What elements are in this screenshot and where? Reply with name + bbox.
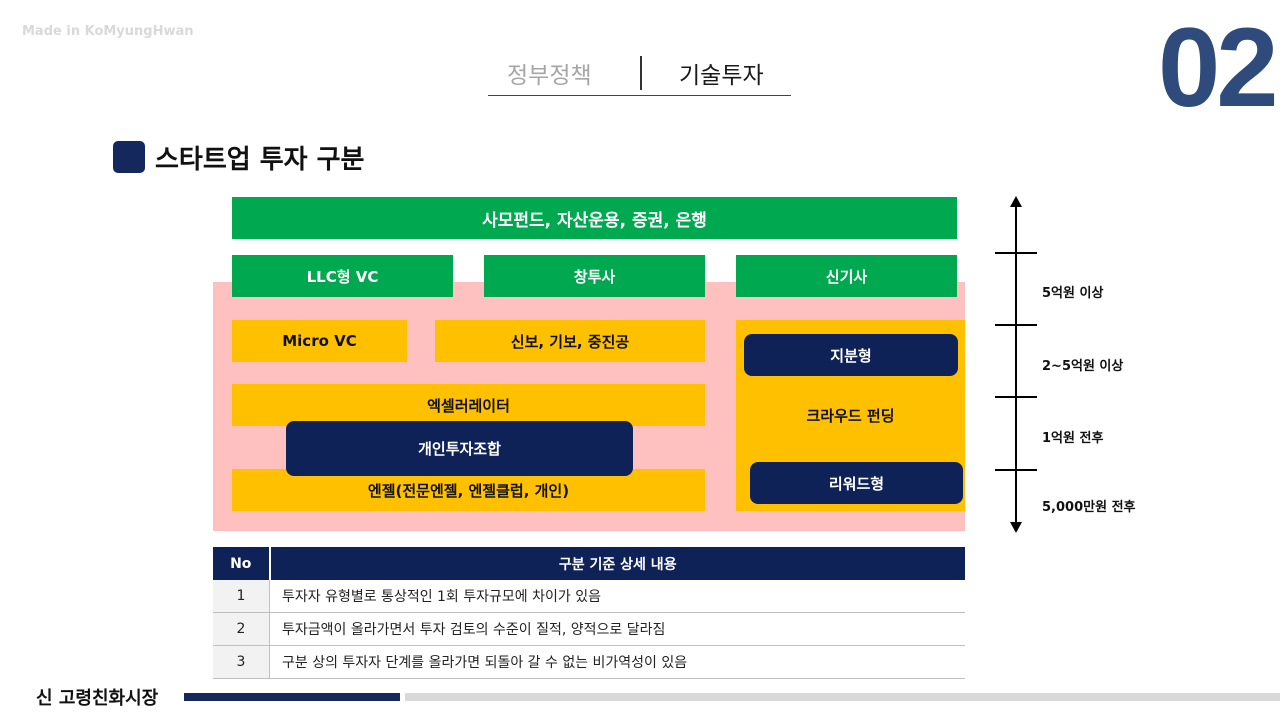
llc-vc-box: LLC형 VC (232, 255, 453, 297)
criteria-table: No 구분 기준 상세 내용 1 투자자 유형별로 통상적인 1회 투자규모에 … (213, 547, 965, 679)
axis-arrow-down-icon (1010, 522, 1022, 533)
table-row: 1 투자자 유형별로 통상적인 1회 투자규모에 차이가 있음 (213, 580, 965, 613)
axis-tick (995, 324, 1037, 326)
scale-axis (1015, 206, 1017, 524)
micro-vc-box: Micro VC (232, 320, 407, 362)
accelerator-box: 엑셀러레이터 (232, 384, 705, 426)
tab-government-policy[interactable]: 정부정책 (507, 63, 592, 89)
scale-label: 5억원 이상 (1042, 286, 1104, 301)
axis-arrow-up-icon (1010, 196, 1022, 207)
equity-type-box: 지분형 (744, 334, 958, 376)
watermark: Made in KoMyungHwan (22, 24, 194, 39)
page-title: 스타트업 투자 구분 (155, 145, 365, 175)
angel-box: 엔젤(전문엔젤, 엔젤클럽, 개인) (232, 469, 705, 511)
footer-bar (405, 693, 1280, 701)
table-header-row: No 구분 기준 상세 내용 (213, 547, 965, 580)
guarantee-funds-box: 신보, 기보, 중진공 (435, 320, 705, 362)
row-number: 2 (213, 612, 270, 646)
scale-label: 2~5억원 이상 (1042, 359, 1124, 374)
row-description: 구분 상의 투자자 단계를 올라가면 되돌아 갈 수 없는 비가역성이 있음 (269, 645, 965, 679)
slide-number: 02 (1158, 5, 1279, 130)
footer-bar-accent (184, 693, 400, 701)
tab-underline (488, 95, 791, 96)
table-row: 3 구분 상의 투자자 단계를 올라가면 되돌아 갈 수 없는 비가역성이 있음 (213, 645, 965, 679)
row-number: 3 (213, 645, 270, 679)
tab-divider (640, 56, 642, 90)
individual-union-box: 개인투자조합 (286, 421, 633, 476)
row-number: 1 (213, 580, 270, 613)
title-square-icon (113, 141, 145, 173)
reward-type-box: 리워드형 (750, 462, 963, 504)
scale-label: 5,000만원 전후 (1042, 500, 1136, 515)
venture-capital-box: 창투사 (484, 255, 705, 297)
column-header-no: No (213, 547, 271, 580)
axis-tick (995, 252, 1037, 254)
tab-tech-investment[interactable]: 기술투자 (679, 63, 764, 89)
scale-label: 1억원 전후 (1042, 431, 1104, 446)
row-description: 투자자 유형별로 통상적인 1회 투자규모에 차이가 있음 (269, 580, 965, 613)
table-row: 2 투자금액이 올라가면서 투자 검토의 수준이 질적, 양적으로 달라짐 (213, 612, 965, 646)
column-header-detail: 구분 기준 상세 내용 (269, 547, 965, 580)
footer-title: 신 고령친화시장 (36, 688, 159, 709)
row-description: 투자금액이 올라가면서 투자 검토의 수준이 질적, 양적으로 달라짐 (269, 612, 965, 646)
top-investors-bar: 사모펀드, 자산운용, 증권, 은행 (232, 197, 957, 239)
new-tech-finance-box: 신기사 (736, 255, 957, 297)
axis-tick (995, 396, 1037, 398)
axis-tick (995, 469, 1037, 471)
